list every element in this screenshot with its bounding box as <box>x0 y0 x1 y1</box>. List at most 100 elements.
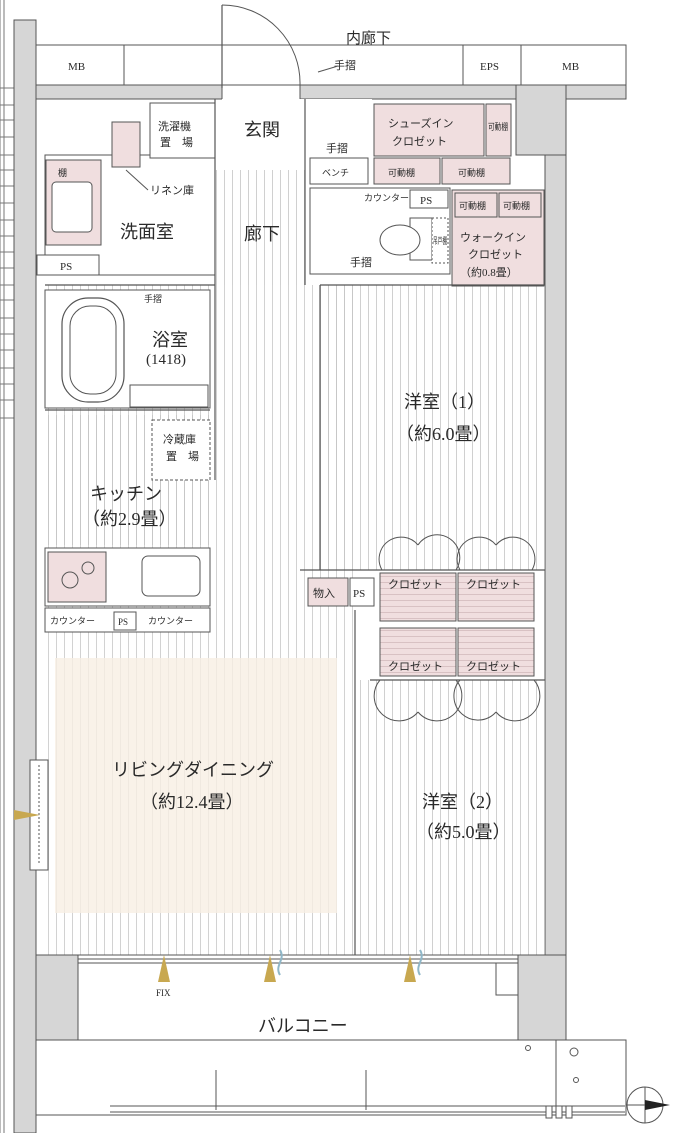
vent-living-air <box>277 949 283 976</box>
wic-shelf-2-label: 可動棚 <box>503 200 530 211</box>
counter-right-label: カウンター <box>148 616 193 626</box>
eps-box <box>462 44 522 86</box>
exterior-rail <box>0 0 14 1133</box>
entry-handrail-label: 手摺 <box>326 141 348 155</box>
closet-2-label: クロゼット <box>466 578 521 591</box>
toilet-counter-label: カウンター <box>364 193 409 203</box>
balcony <box>35 1039 627 1116</box>
toilet-shelf-label: 吊戸棚 <box>433 235 447 246</box>
shoes-closet-label-2: クロゼット <box>392 135 447 148</box>
exterior-wall-left <box>13 19 37 1133</box>
mb-right-label: MB <box>562 61 579 73</box>
washbasin-bowl <box>51 181 93 233</box>
bathtub-inner <box>69 305 117 395</box>
kitchen-size-label: （約2.9畳） <box>82 509 177 529</box>
washer-space <box>149 102 216 159</box>
balcony-label: バルコニー <box>258 1016 348 1036</box>
ps-toilet-box <box>409 189 449 209</box>
western2-size-label: （約5.0畳） <box>416 822 511 842</box>
living-tint <box>55 658 337 913</box>
fridge-label-2: 置 場 <box>166 450 199 463</box>
counter-left-label: カウンター <box>50 616 95 626</box>
entrance-area <box>222 99 372 167</box>
shoes-movable-shelf-v <box>485 103 512 157</box>
drain-2 <box>569 1047 579 1057</box>
shoes-shelf-2 <box>441 157 511 185</box>
linen-cabinet <box>111 121 141 168</box>
top-wall-right <box>299 84 627 100</box>
balcony-hatches <box>545 1105 573 1119</box>
western1-label: 洋室（1） <box>404 392 485 412</box>
toilet-handrail-label: 手摺 <box>350 255 372 269</box>
shoes-shelf-1-label: 可動棚 <box>388 167 415 178</box>
closet-1-label: クロゼット <box>388 578 443 591</box>
shoes-closet-label-1: シューズイン <box>388 116 453 130</box>
burner-1 <box>61 571 79 589</box>
north-arrow-icon <box>626 1086 670 1124</box>
wall-right-upper <box>515 84 567 156</box>
bath-size-label: (1418) <box>146 352 186 368</box>
ps-mid-box <box>349 577 375 607</box>
closet-3-label: クロゼット <box>388 660 443 673</box>
vent-western2-air <box>417 949 423 976</box>
wic-shelf-1-label: 可動棚 <box>459 200 486 211</box>
western2-floor <box>355 680 545 955</box>
western1-floor <box>320 285 545 570</box>
kitchen-sink <box>141 555 201 597</box>
closet-door-arcs-bottom <box>373 679 541 722</box>
bath-handrail-label: 手摺 <box>144 293 162 304</box>
bench <box>309 157 369 185</box>
closet-1 <box>379 572 457 622</box>
wic-shelf-1 <box>454 192 498 218</box>
toilet-shelf <box>431 217 449 264</box>
closet-door-arcs-top <box>378 534 536 571</box>
ps-wash-label: PS <box>60 261 72 273</box>
balcony-rail <box>110 1040 625 1113</box>
ps-kitchen-label: PS <box>118 617 128 627</box>
side-vent <box>14 810 40 820</box>
fridge-space <box>151 419 211 481</box>
hallway-floor <box>215 170 305 285</box>
linen-leader <box>125 169 149 191</box>
drain-1 <box>525 1045 531 1051</box>
storage-box <box>307 577 349 607</box>
western2-label: 洋室（2） <box>422 792 503 812</box>
corridor-handrail <box>317 65 339 73</box>
vent-living <box>264 955 276 982</box>
mb-right-box <box>520 44 627 86</box>
ps-kitchen-box <box>113 611 137 631</box>
bath-step <box>129 384 209 408</box>
toilet-bowl <box>379 224 421 256</box>
top-wall-left <box>35 84 223 100</box>
shoes-closet <box>373 103 485 157</box>
kitchen-label: キッチン <box>90 484 162 504</box>
corridor-handrail-label: 手摺 <box>334 58 356 72</box>
shoes-shelf-2-label: 可動棚 <box>458 167 485 178</box>
inner-corridor-label: 内廊下 <box>346 30 391 47</box>
ps-mid-label: PS <box>353 588 365 600</box>
wic-shelf-2 <box>498 192 542 218</box>
living-label: リビングダイニング <box>112 760 274 780</box>
bath-label: 浴室 <box>152 330 188 350</box>
western1-size-label: （約6.0畳） <box>396 424 491 444</box>
closet-3 <box>379 627 457 677</box>
fix-label: FIX <box>156 988 171 998</box>
washer-label-2: 置 場 <box>160 136 193 149</box>
fix-window-marker <box>158 955 170 982</box>
ps-toilet-label: PS <box>420 195 432 207</box>
washer-label-1: 洗濯機 <box>158 119 191 133</box>
washroom-label: 洗面室 <box>120 222 174 242</box>
linen-label: リネン庫 <box>150 183 194 197</box>
linen-shelf-label: 棚 <box>58 167 67 178</box>
living-size-label: （約12.4畳） <box>140 792 244 812</box>
bottom-wall-right <box>517 954 567 1041</box>
closet-4-label: クロゼット <box>466 660 521 673</box>
closet-2 <box>457 572 535 622</box>
exterior-wall-right <box>544 154 567 961</box>
closet-4 <box>457 627 535 677</box>
eps-label: EPS <box>480 61 499 73</box>
storage-label: 物入 <box>313 586 335 600</box>
wic-label-2: クロゼット <box>468 248 523 261</box>
drain-3 <box>573 1077 579 1083</box>
